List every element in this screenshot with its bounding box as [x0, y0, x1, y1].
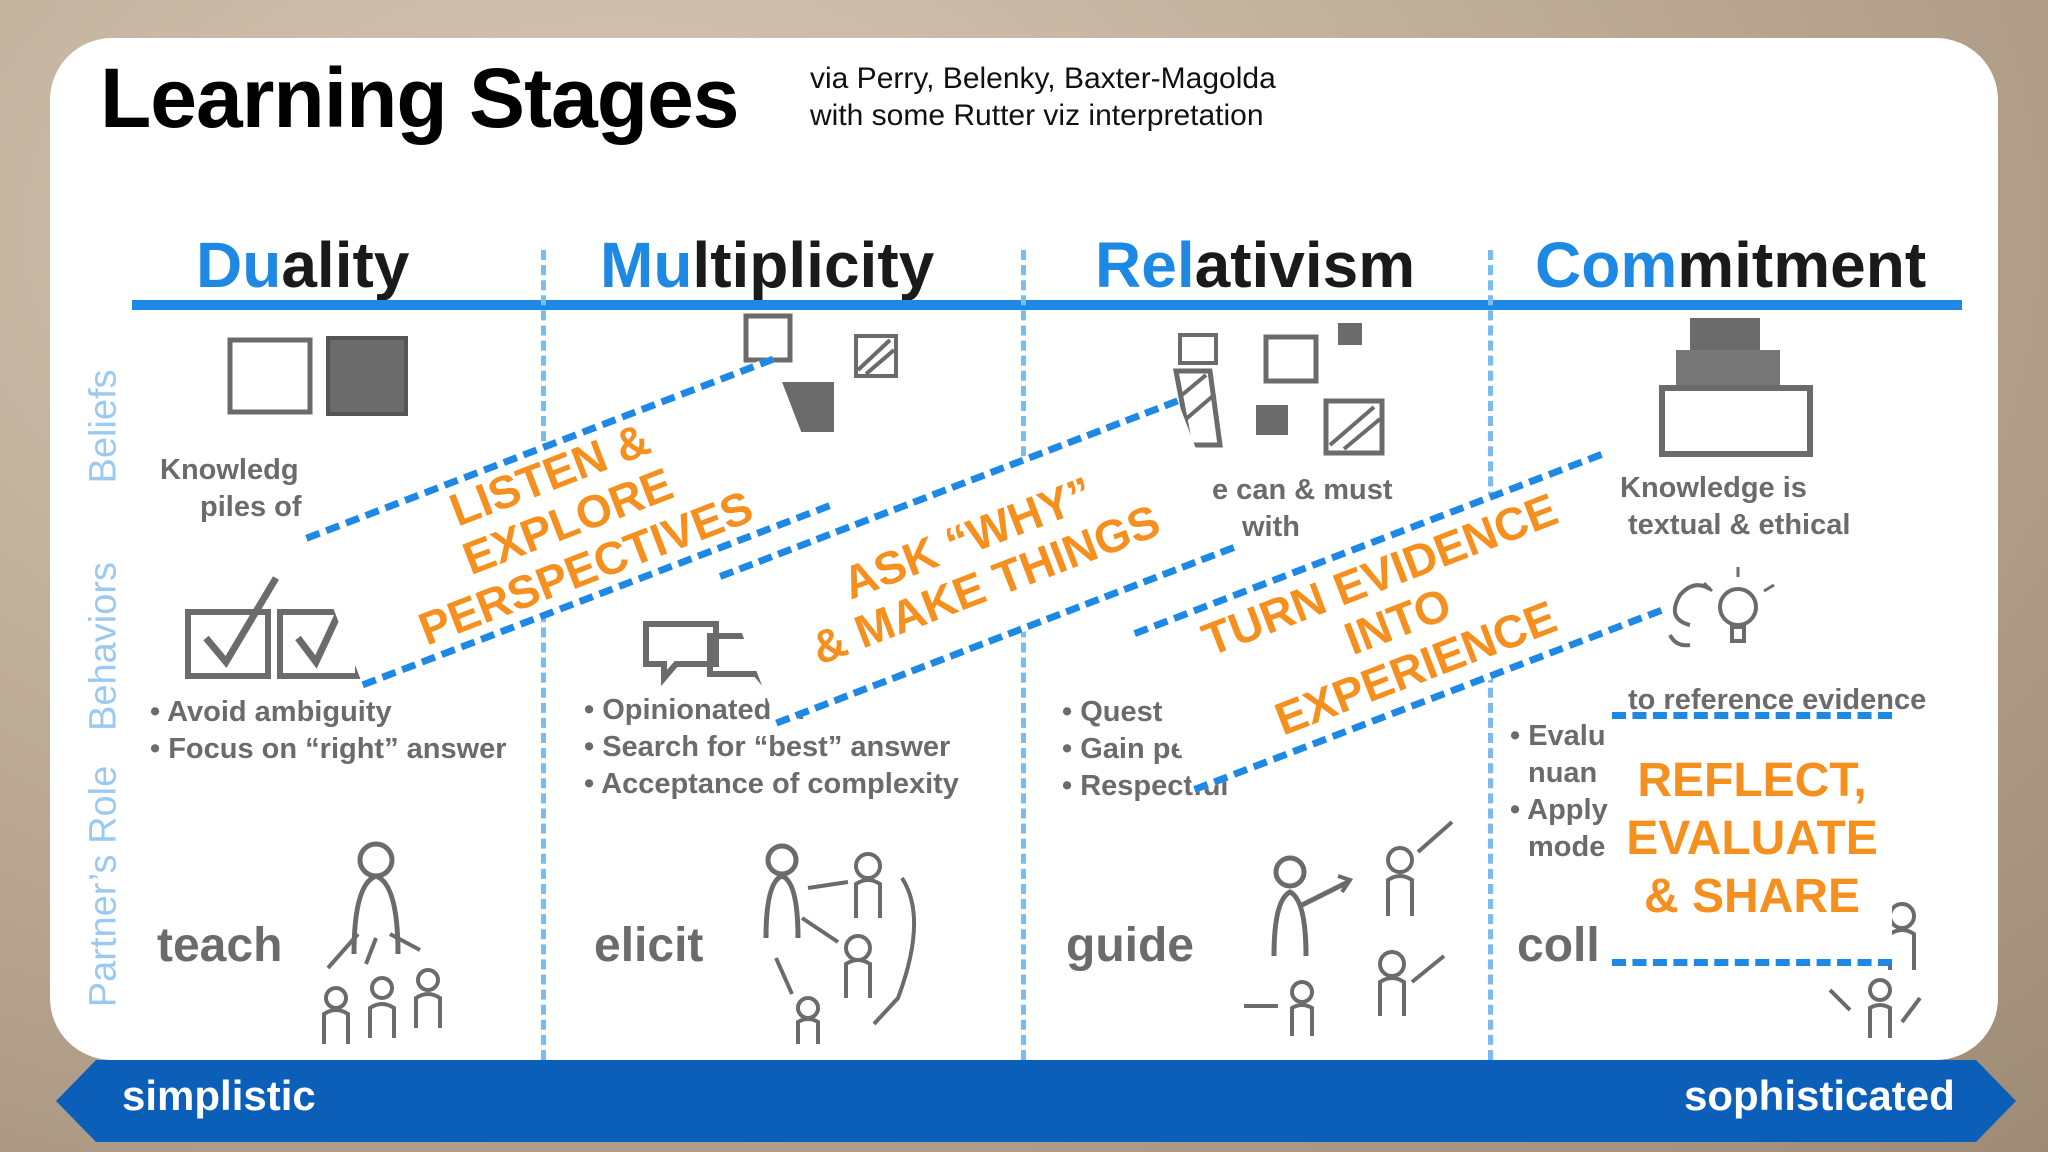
overlay-reflect-evaluate: REFLECT, EVALUATE & SHARE	[1612, 712, 1892, 966]
behaviors-duality-line-1: • Avoid ambiguity	[150, 696, 392, 728]
heading-underline	[132, 300, 1962, 310]
beliefs-commitment-line-2: textual & ethical	[1628, 509, 1851, 541]
hatched-squares-sketch-icon	[1172, 323, 1385, 456]
behaviors-commitment-line-2: nuan	[1528, 757, 1598, 789]
behaviors-commitment-line-4: mode	[1528, 831, 1606, 863]
credit-line-1: via Perry, Belenky, Baxter-Magolda	[810, 62, 1276, 95]
behaviors-commitment-top: to reference evidence	[1628, 684, 1927, 716]
heading-duality-highlight: Du	[196, 229, 282, 301]
slide-title: Learning Stages	[100, 51, 740, 145]
stacked-blocks-sketch-icon	[1659, 318, 1813, 457]
heading-multiplicity-highlight: Mu	[600, 229, 693, 301]
teach-people-sketch-icon	[322, 841, 442, 1044]
column-divider-1	[541, 250, 546, 1060]
beliefs-duality-line-1: Knowledg	[160, 454, 299, 486]
role-elicit: elicit	[594, 919, 704, 972]
heading-commitment-rest: mitment	[1677, 229, 1927, 301]
behaviors-multiplicity-line-2: • Search for “best” answer	[584, 731, 951, 763]
role-guide: guide	[1066, 919, 1194, 972]
heading-multiplicity: Multiplicity	[600, 228, 934, 302]
heading-duality-rest: ality	[281, 229, 410, 301]
overlay-reflect-text: REFLECT, EVALUATE & SHARE	[1626, 752, 1878, 926]
heading-relativism: Relativism	[1095, 228, 1415, 302]
heading-duality: Duality	[196, 228, 409, 302]
overlay-reflect-line-1: REFLECT,	[1637, 754, 1867, 807]
row-label-partners-role: Partner’s Role	[82, 765, 125, 1008]
behaviors-commitment-line-1: • Evalu	[1510, 720, 1606, 752]
overlay-reflect-line-2: EVALUATE	[1626, 812, 1878, 865]
beliefs-duality-line-2: piles of	[200, 491, 302, 523]
heading-commitment: Commitment	[1535, 228, 1926, 302]
credits: via Perry, Belenky, Baxter-Magolda with …	[810, 60, 1276, 134]
two-squares-sketch-icon	[227, 336, 408, 416]
beliefs-relativism-line-2: with	[1242, 511, 1300, 543]
elicit-people-sketch-icon	[763, 843, 916, 1044]
lightbulb-head-sketch-icon	[1668, 567, 1775, 648]
scale-right-label: sophisticated	[1684, 1072, 1955, 1119]
role-collaborate: coll	[1517, 919, 1600, 972]
behaviors-multiplicity-line-3: • Acceptance of complexity	[584, 768, 959, 800]
column-divider-2	[1021, 250, 1026, 1060]
heading-commitment-highlight: Com	[1535, 229, 1678, 301]
scale-left-label: simplistic	[122, 1072, 316, 1119]
heading-multiplicity-rest: ltiplicity	[692, 229, 935, 301]
credit-line-2: with some Rutter viz interpretation	[810, 99, 1264, 132]
heading-relativism-highlight: Rel	[1095, 229, 1195, 301]
beliefs-relativism-line-1: e can & must	[1212, 474, 1393, 506]
heading-relativism-rest: ativism	[1194, 229, 1416, 301]
beliefs-commitment-line-1: Knowledge is	[1620, 472, 1807, 504]
behaviors-duality-line-2: • Focus on “right” answer	[150, 733, 507, 765]
simplistic-to-sophisticated-arrow	[56, 1060, 2016, 1142]
overlay-reflect-line-3: & SHARE	[1643, 870, 1861, 923]
role-teach: teach	[157, 919, 283, 972]
guide-people-sketch-icon	[1244, 820, 1454, 1036]
behaviors-commitment-line-3: • Apply	[1510, 794, 1608, 826]
